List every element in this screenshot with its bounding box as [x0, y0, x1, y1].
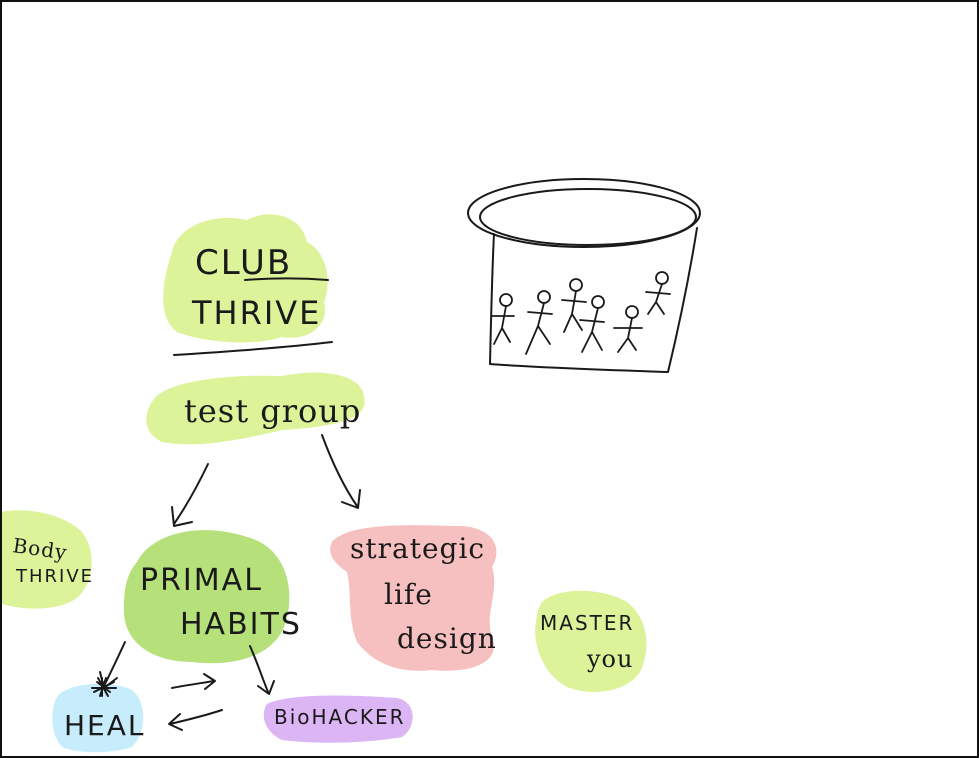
heal-highlight [52, 683, 144, 753]
thrive-small-label: THRIVE [15, 566, 94, 587]
design-label: design [397, 622, 497, 655]
master-highlight [535, 590, 647, 692]
stick-figures-drawing [491, 271, 671, 355]
master-label: MASTER [540, 611, 634, 635]
you-label: you [586, 645, 633, 673]
strategic-highlight [330, 525, 497, 671]
primal-habits-highlight [123, 530, 290, 664]
divider-line [173, 341, 333, 356]
bucket-drawing [467, 178, 701, 373]
arrow-heal-to-biohacker [171, 673, 216, 690]
biohacker-label: BioHACKER [274, 705, 406, 729]
heal-label: HEAL [64, 709, 146, 742]
club-thrive-highlight [163, 214, 328, 343]
arrow-biohacker-to-heal [168, 709, 223, 731]
life-label: life [384, 578, 433, 611]
primal-label: PRIMAL [140, 563, 263, 598]
habits-label: HABITS [180, 607, 302, 642]
thrive-underline [244, 277, 329, 281]
biohacker-highlight [263, 695, 413, 743]
club-label: CLUB [195, 243, 292, 283]
thrive-label: THRIVE [191, 294, 321, 332]
arrow-to-heal [99, 641, 126, 689]
body-thrive-highlight [2, 510, 92, 609]
arrow-to-biohacker [249, 645, 275, 695]
test-group-highlight [146, 372, 365, 445]
arrow-to-strategic [321, 434, 361, 509]
arrow-to-primal [171, 463, 209, 527]
strategic-label: strategic [350, 532, 485, 565]
test-group-label: test group [184, 392, 361, 430]
